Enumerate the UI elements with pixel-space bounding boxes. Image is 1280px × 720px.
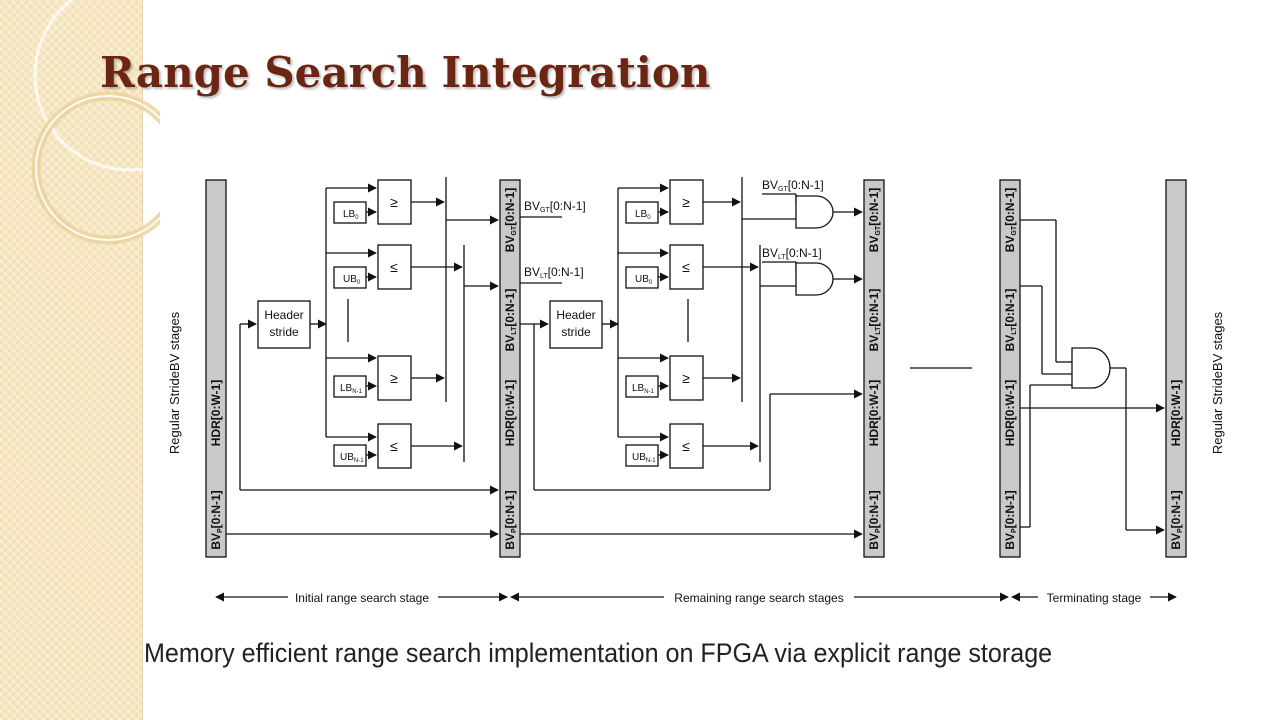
bus4-hdr-label: HDR[0:W-1] — [1003, 380, 1017, 446]
svg-text:UBN-1: UBN-1 — [340, 452, 364, 464]
svg-text:LB0: LB0 — [635, 209, 651, 221]
stage-initial-label: Initial range search stage — [295, 591, 429, 605]
svg-text:LBN-1: LBN-1 — [340, 383, 363, 395]
and-gate-gt — [795, 195, 834, 229]
svg-text:≤: ≤ — [390, 259, 398, 275]
svg-text:UB0: UB0 — [343, 274, 361, 286]
range-search-diagram: Regular StrideBV stages Regular StrideBV… — [167, 177, 1225, 605]
bus5-bvp-label: BVP[0:N-1] — [1169, 490, 1184, 549]
comparator-ge-2b — [669, 355, 704, 401]
comparator-ge-1a — [377, 179, 412, 225]
left-side-label: Regular StrideBV stages — [167, 311, 182, 454]
svg-text:≤: ≤ — [682, 438, 690, 454]
svg-text:UB0: UB0 — [635, 274, 653, 286]
svg-text:≤: ≤ — [390, 438, 398, 454]
svg-text:BVGT[0:N-1]: BVGT[0:N-1] — [524, 199, 586, 214]
and-gate-terminating — [1071, 347, 1111, 389]
bus2-bvp-label: BVP[0:N-1] — [503, 490, 518, 549]
bus3-bvlt-label: BVLT[0:N-1] — [867, 289, 882, 352]
svg-text:BVLT[0:N-1]: BVLT[0:N-1] — [524, 265, 584, 280]
bus4-bvgt-label: BVGT[0:N-1] — [1003, 188, 1018, 252]
bus-column-3 — [863, 179, 885, 558]
bus2-bvlt-label: BVLT[0:N-1] — [503, 289, 518, 352]
svg-text:LBN-1: LBN-1 — [632, 383, 655, 395]
bus5-hdr-label: HDR[0:W-1] — [1169, 380, 1183, 446]
svg-text:Header: Header — [556, 308, 595, 322]
svg-text:stride: stride — [561, 325, 591, 339]
comparator-ge-2a — [669, 179, 704, 225]
bus3-hdr-label: HDR[0:W-1] — [867, 380, 881, 446]
svg-text:LB0: LB0 — [343, 209, 359, 221]
slide-title: Range Search Integration — [100, 48, 711, 97]
stage-remaining-label: Remaining range search stages — [674, 591, 843, 605]
bus-column-5 — [1165, 179, 1187, 558]
svg-text:≥: ≥ — [390, 370, 398, 386]
and-gate-lt — [795, 262, 834, 296]
svg-text:≥: ≥ — [682, 370, 690, 386]
bus1-hdr-label: HDR[0:W-1] — [209, 380, 223, 446]
bus-column-2 — [499, 179, 521, 558]
svg-text:BVLT[0:N-1]: BVLT[0:N-1] — [762, 246, 822, 261]
bus1-bvp-label: BVP[0:N-1] — [209, 490, 224, 549]
svg-text:BVGT[0:N-1]: BVGT[0:N-1] — [762, 178, 824, 193]
bus4-bvp-label: BVP[0:N-1] — [1003, 490, 1018, 549]
bus-column-4 — [999, 179, 1021, 558]
svg-text:Header: Header — [264, 308, 303, 322]
comparator-le-1a — [377, 244, 412, 290]
slide-caption: Memory efficient range search implementa… — [144, 638, 1053, 668]
decorative-swirls — [31, 0, 160, 245]
header-stride-block-1 — [257, 300, 311, 349]
bus2-hdr-label: HDR[0:W-1] — [503, 380, 517, 446]
svg-text:≤: ≤ — [682, 259, 690, 275]
bus-column-1 — [205, 179, 227, 558]
svg-text:≥: ≥ — [682, 194, 690, 210]
right-side-label: Regular StrideBV stages — [1210, 311, 1225, 454]
bus4-bvlt-label: BVLT[0:N-1] — [1003, 289, 1018, 352]
decorative-sidebar — [0, 0, 143, 720]
svg-text:stride: stride — [269, 325, 299, 339]
svg-text:≥: ≥ — [390, 194, 398, 210]
svg-text:UBN-1: UBN-1 — [632, 452, 656, 464]
stage-terminating-label: Terminating stage — [1047, 591, 1142, 605]
bus3-bvp-label: BVP[0:N-1] — [867, 490, 882, 549]
bus2-bvgt-label: BVGT[0:N-1] — [503, 188, 518, 252]
bus3-bvgt-label: BVGT[0:N-1] — [867, 188, 882, 252]
